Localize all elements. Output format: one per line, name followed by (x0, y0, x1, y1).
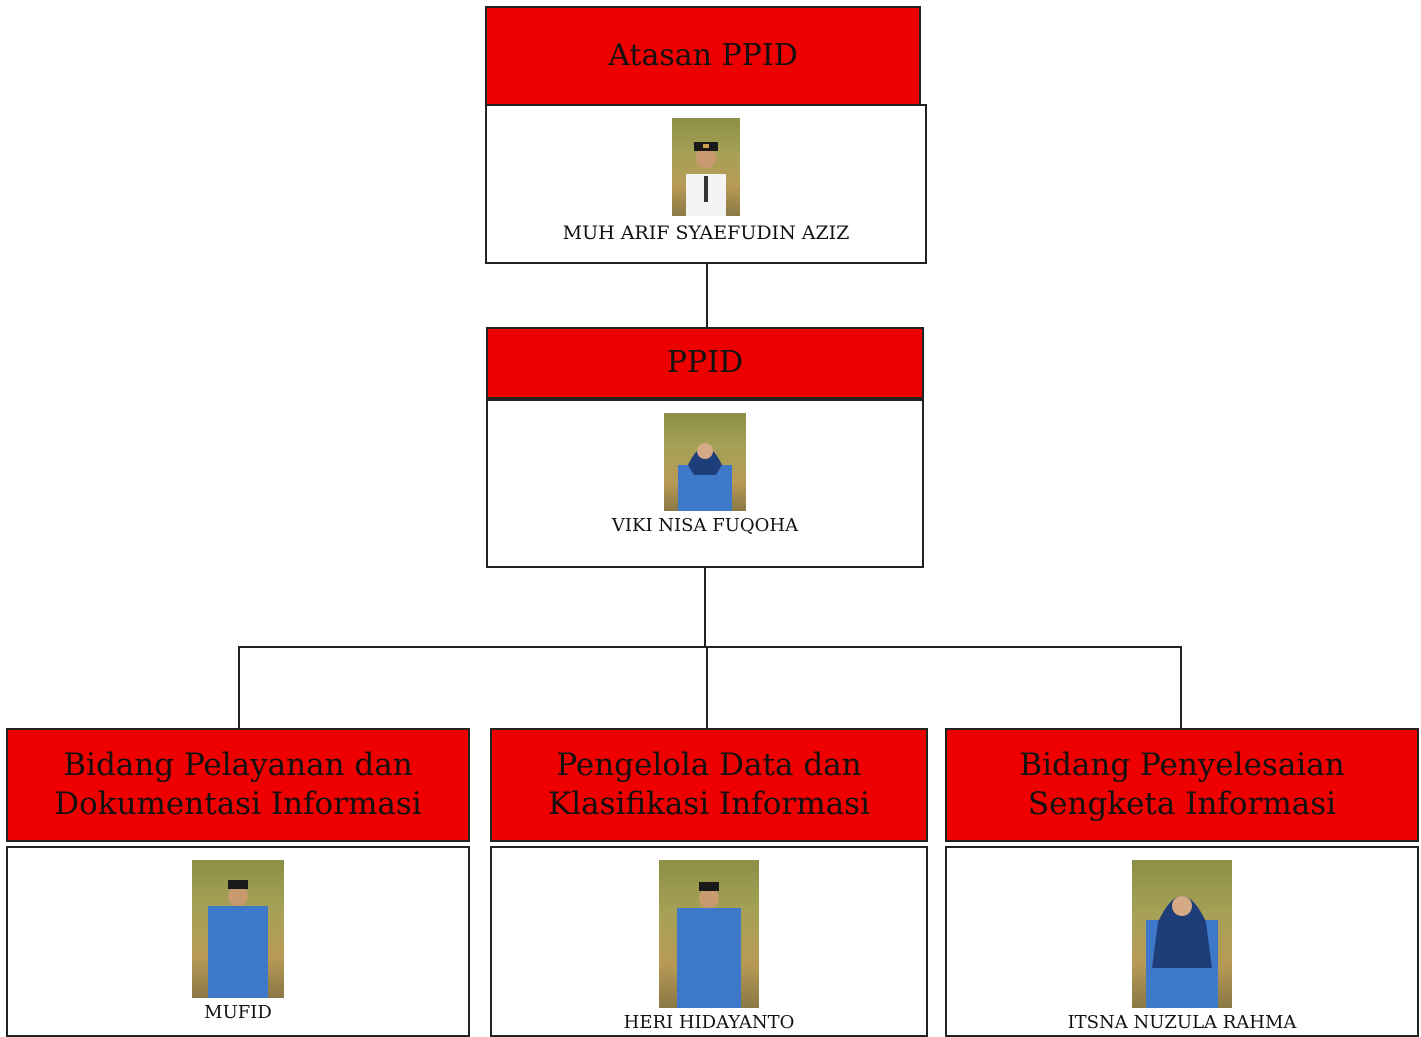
node-ppid: PPID VIKI NISA FUQOHA (486, 327, 924, 568)
node-atasan-ppid: Atasan PPID MUH ARIF SYAEFUDIN AZIZ (485, 6, 927, 264)
node-header: PPID (486, 327, 924, 399)
person-photo-icon (672, 118, 740, 216)
person-name: MUH ARIF SYAEFUDIN AZIZ (562, 222, 850, 244)
person-name: HERI HIDAYANTO (623, 1012, 795, 1033)
node-title-line2: Klasifikasi Informasi (548, 786, 870, 822)
connector-top-to-ppid (706, 262, 708, 328)
node-title-line2: Dokumentasi Informasi (54, 786, 422, 822)
connector-horizontal (238, 646, 1182, 648)
node-header: Pengelola Data dan Klasifikasi Informasi (490, 728, 928, 842)
person-photo-icon (1132, 860, 1232, 1008)
node-title: PPID (666, 345, 744, 381)
node-title-line1: Bidang Pelayanan dan (63, 747, 413, 784)
connector-ppid-down (704, 566, 706, 648)
node-header: Bidang Penyelesaian Sengketa Informasi (945, 728, 1419, 842)
node-header: Bidang Pelayanan dan Dokumentasi Informa… (6, 728, 470, 842)
connector-left-unit (238, 646, 240, 730)
node-unit-pengelola-data: Pengelola Data dan Klasifikasi Informasi… (490, 728, 928, 1037)
person-photo-icon (192, 860, 284, 998)
person-name: VIKI NISA FUQOHA (611, 515, 799, 536)
person-photo-icon (659, 860, 759, 1008)
person-name: MUFID (204, 1002, 272, 1023)
person-name: ITSNA NUZULA RAHMA (1067, 1012, 1297, 1033)
person-photo-icon (664, 413, 746, 511)
connector-center-unit (706, 646, 708, 730)
node-unit-pelayanan: Bidang Pelayanan dan Dokumentasi Informa… (6, 728, 470, 1037)
node-body: HERI HIDAYANTO (490, 846, 928, 1037)
node-header: Atasan PPID (485, 6, 921, 106)
node-title: Atasan PPID (608, 38, 798, 74)
node-title-line2: Sengketa Informasi (1027, 786, 1337, 822)
node-body: VIKI NISA FUQOHA (486, 399, 924, 568)
node-title-line1: Bidang Penyelesaian (1019, 747, 1345, 784)
node-title-line1: Pengelola Data dan (556, 747, 862, 784)
node-unit-penyelesaian-sengketa: Bidang Penyelesaian Sengketa Informasi I… (945, 728, 1419, 1037)
node-body: ITSNA NUZULA RAHMA (945, 846, 1419, 1037)
node-body: MUFID (6, 846, 470, 1037)
connector-right-unit (1180, 646, 1182, 730)
node-body: MUH ARIF SYAEFUDIN AZIZ (485, 104, 927, 264)
